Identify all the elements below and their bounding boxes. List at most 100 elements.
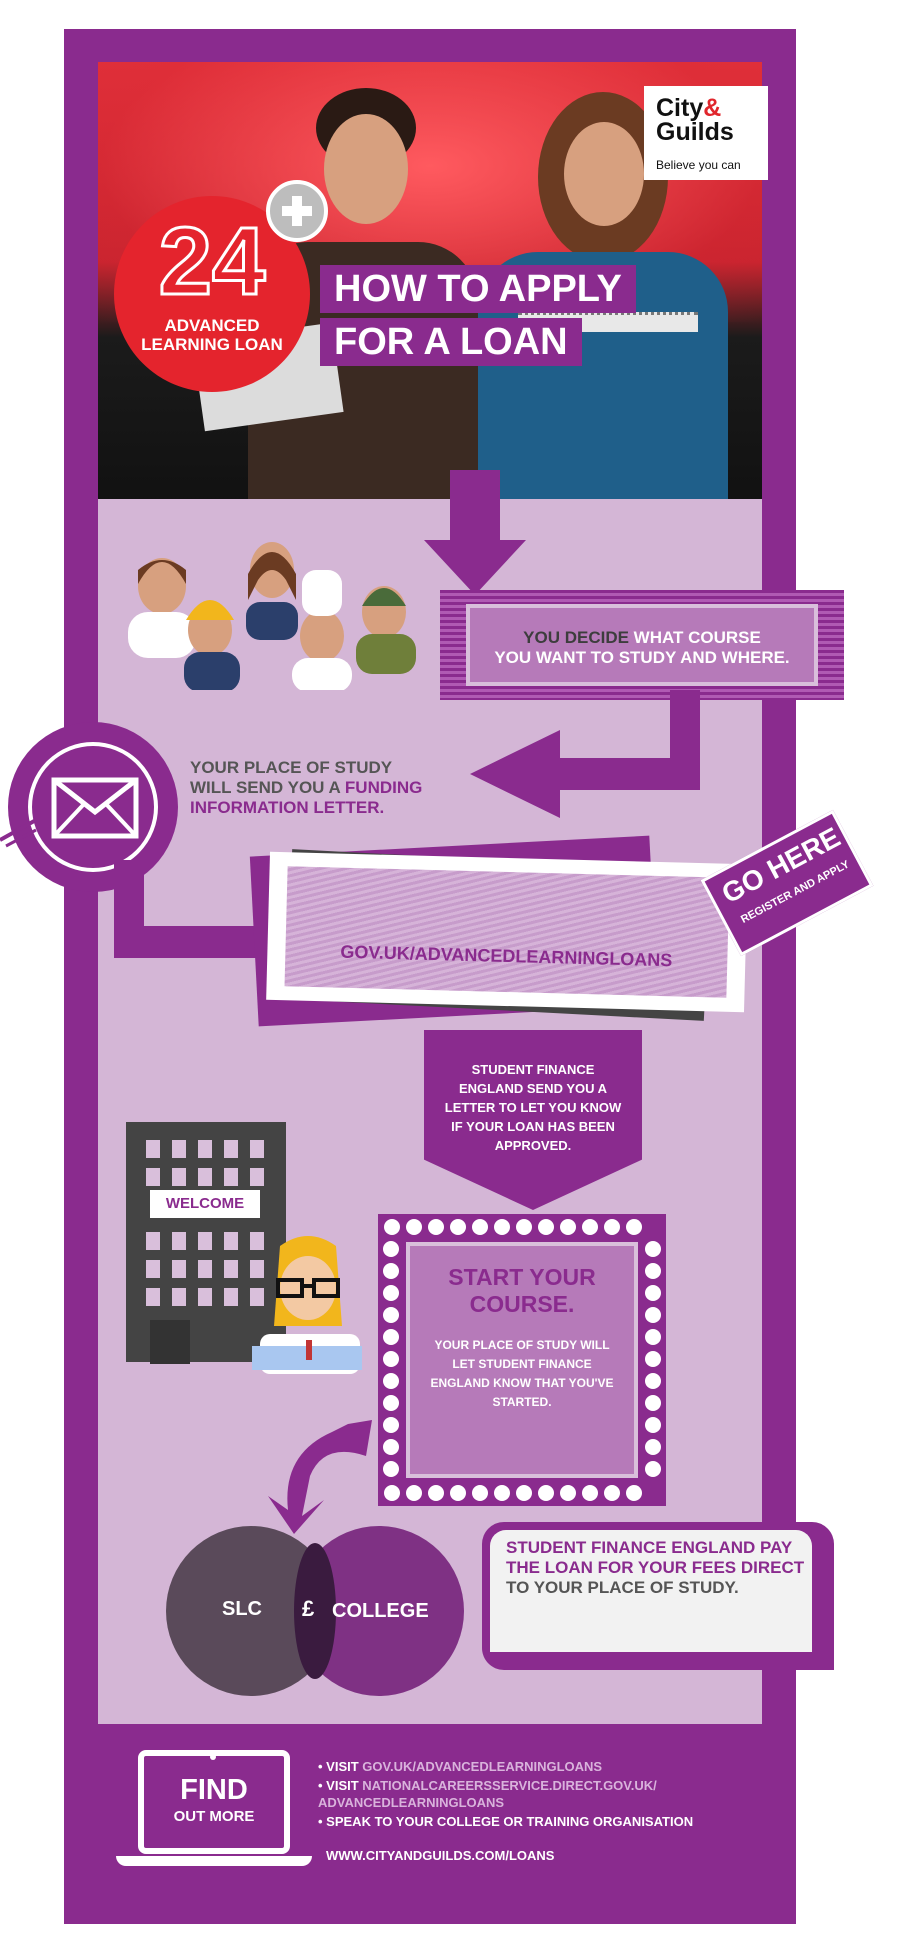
marquee-light <box>604 1485 620 1501</box>
list-item: • SPEAK TO YOUR COLLEGE OR TRAINING ORGA… <box>318 1814 694 1829</box>
marquee-light <box>516 1219 532 1235</box>
building-window <box>146 1260 160 1278</box>
careers-service-link[interactable]: NATIONALCAREERSSERVICE.DIRECT.GOV.UK/ AD… <box>318 1778 657 1810</box>
list-item: • VISIT NATIONALCAREERSSERVICE.DIRECT.GO… <box>318 1778 657 1810</box>
person-face <box>324 114 408 224</box>
marquee-light <box>383 1241 399 1257</box>
marquee-light <box>383 1307 399 1323</box>
gov-website-card: GOV.UK/ADVANCEDLEARNINGLOANS <box>266 851 748 1013</box>
marquee-light <box>450 1485 466 1501</box>
marquee-light <box>472 1219 488 1235</box>
building-window <box>146 1232 160 1250</box>
building-window <box>172 1232 186 1250</box>
building-window <box>224 1168 238 1186</box>
marquee-light <box>384 1219 400 1235</box>
building-window <box>198 1260 212 1278</box>
marquee-light <box>383 1417 399 1433</box>
find-out-more-subtitle: OUT MORE <box>173 1808 255 1825</box>
marquee-light <box>383 1263 399 1279</box>
building-window <box>198 1288 212 1306</box>
professions-illustration <box>128 542 416 690</box>
marquee-light <box>428 1219 444 1235</box>
slc-label: SLC <box>222 1598 262 1620</box>
building-window <box>224 1260 238 1278</box>
step-funding-letter-text: YOUR PLACE OF STUDY WILL SEND YOU A FUND… <box>190 758 423 817</box>
resources-list: • VISIT GOV.UK/ADVANCEDLEARNINGLOANS • V… <box>318 1758 758 1832</box>
marquee-light <box>626 1219 642 1235</box>
city-and-guilds-logo: City& Guilds Believe you can <box>644 86 768 180</box>
badge-text: ADVANCED LEARNING LOAN <box>141 316 283 354</box>
start-course-title: START YOUR COURSE. <box>448 1264 596 1317</box>
marquee-light <box>645 1307 661 1323</box>
arrow-down-icon <box>424 470 526 595</box>
marquee-light <box>645 1461 661 1477</box>
marquee-light <box>645 1373 661 1389</box>
building-window <box>250 1260 264 1278</box>
website-link[interactable]: WWW.CITYANDGUILDS.COM/LOANS <box>326 1848 555 1863</box>
marquee-light <box>645 1417 661 1433</box>
list-item: • VISIT GOV.UK/ADVANCEDLEARNINGLOANS <box>318 1759 603 1774</box>
find-out-more-title: FIND <box>180 1774 248 1806</box>
building-window <box>250 1232 264 1250</box>
arrow-left-icon <box>470 690 700 818</box>
marquee-light <box>582 1485 598 1501</box>
start-course-body: YOUR PLACE OF STUDY WILL LET STUDENT FIN… <box>430 1338 614 1409</box>
step-loan-approval-text: STUDENT FINANCE ENGLAND SEND YOU A LETTE… <box>444 1062 622 1153</box>
welcome-sign: WELCOME <box>150 1190 260 1218</box>
marquee-light <box>645 1329 661 1345</box>
marquee-light <box>472 1485 488 1501</box>
marquee-light <box>516 1485 532 1501</box>
building-window <box>198 1168 212 1186</box>
building-window <box>172 1288 186 1306</box>
marquee-light <box>582 1219 598 1235</box>
page-title-line2: FOR A LOAN <box>320 318 582 366</box>
marquee-light <box>383 1329 399 1345</box>
marquee-light <box>645 1395 661 1411</box>
student-illustration <box>252 1236 362 1374</box>
marquee-light <box>645 1351 661 1367</box>
marquee-light <box>560 1485 576 1501</box>
building-window <box>224 1232 238 1250</box>
marquee-light <box>626 1485 642 1501</box>
college-label: COLLEGE <box>332 1600 429 1622</box>
building-window <box>198 1232 212 1250</box>
logo-tagline: Believe you can <box>656 158 741 172</box>
marquee-light <box>383 1351 399 1367</box>
curved-arrow-icon <box>268 1420 372 1534</box>
marquee-light <box>383 1395 399 1411</box>
marquee-light <box>538 1219 554 1235</box>
building-window <box>172 1260 186 1278</box>
marquee-light <box>383 1373 399 1389</box>
gov-link[interactable]: GOV.UK/ADVANCEDLEARNINGLOANS <box>362 1759 603 1774</box>
person-face <box>564 122 644 226</box>
badge-number: 24 <box>157 208 267 315</box>
marquee-light <box>406 1219 422 1235</box>
building-window <box>250 1288 264 1306</box>
marquee-light <box>645 1263 661 1279</box>
step-decide-text: YOU DECIDE WHAT COURSE YOU WANT TO STUDY… <box>494 628 790 667</box>
marquee-light <box>645 1439 661 1455</box>
marquee-light <box>604 1219 620 1235</box>
marquee-light <box>538 1485 554 1501</box>
building-window <box>224 1140 238 1158</box>
page-title-line1: HOW TO APPLY <box>320 265 636 313</box>
fee-payment-text: STUDENT FINANCE ENGLAND PAY THE LOAN FOR… <box>506 1538 805 1597</box>
building-window <box>250 1140 264 1158</box>
marquee-light <box>406 1485 422 1501</box>
arrow-right-icon <box>114 860 298 986</box>
marquee-light <box>645 1241 661 1257</box>
building-window <box>172 1140 186 1158</box>
marquee-light <box>383 1461 399 1477</box>
marquee-light <box>560 1219 576 1235</box>
marquee-light <box>428 1485 444 1501</box>
plus-icon <box>266 180 328 242</box>
laptop-icon <box>138 1750 290 1854</box>
building-window <box>146 1288 160 1306</box>
marquee-light <box>494 1485 510 1501</box>
building-window <box>224 1288 238 1306</box>
marquee-light <box>494 1219 510 1235</box>
marquee-light <box>450 1219 466 1235</box>
building-window <box>250 1168 264 1186</box>
marquee-light <box>384 1485 400 1501</box>
building-window <box>198 1140 212 1158</box>
